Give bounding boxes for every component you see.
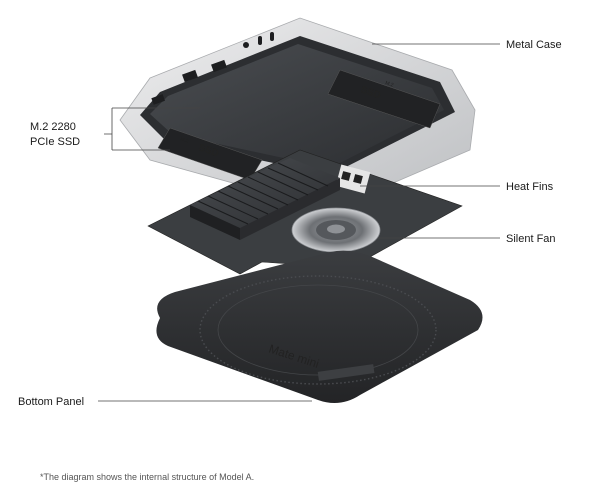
label-heat-fins: Heat Fins bbox=[360, 181, 554, 193]
label-bottom-panel: Bottom Panel bbox=[18, 396, 312, 408]
heat-sink-plate bbox=[147, 149, 463, 275]
heat-fins-label: Heat Fins bbox=[506, 181, 554, 193]
heat-fins bbox=[190, 158, 340, 240]
label-silent-fan: Silent Fan bbox=[378, 233, 556, 245]
silent-fan-label: Silent Fan bbox=[506, 233, 556, 245]
metal-case: SSD M.2 SSD M.2 bbox=[119, 17, 476, 211]
ssd-label-line2: PCIe SSD bbox=[30, 136, 80, 148]
ssd-slot-label-lower: M.2 bbox=[179, 136, 189, 144]
footnote: *The diagram shows the internal structur… bbox=[40, 472, 254, 482]
label-ssd: M.2 2280 PCIe SSD bbox=[30, 107, 200, 151]
label-metal-case: Metal Case bbox=[372, 39, 562, 51]
ssd-slot-label-upper: M.2 bbox=[384, 80, 394, 88]
ssd-label-line1: M.2 2280 bbox=[30, 121, 76, 133]
bottom-panel: Mate mini bbox=[156, 250, 483, 404]
metal-case-label: Metal Case bbox=[506, 39, 562, 51]
silent-fan bbox=[291, 207, 381, 253]
bottom-panel-label: Bottom Panel bbox=[18, 396, 84, 408]
